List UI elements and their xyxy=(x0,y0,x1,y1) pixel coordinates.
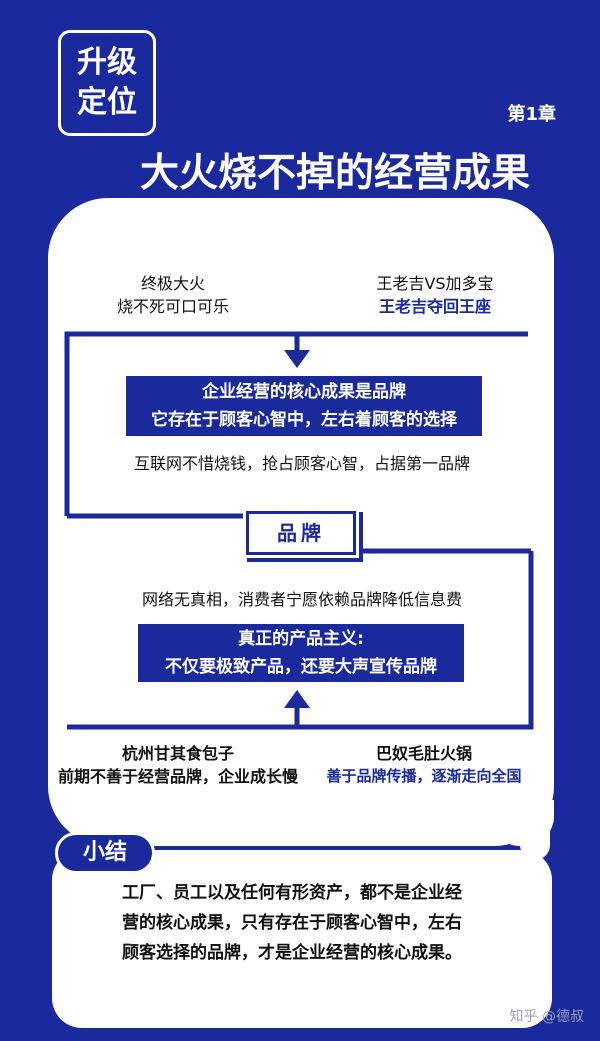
highlight-product-principle-line2: 不仅要极致产品，还要大声宣传品牌 xyxy=(165,657,437,677)
statement-internet: 互联网不惜烧钱，抢占顾客心智，占据第一品牌 xyxy=(133,454,470,473)
example-bottom-left-line2: 前期不善于经营品牌，企业成长慢 xyxy=(58,767,299,786)
example-top-right-line2: 王老吉夺回王座 xyxy=(378,297,491,316)
example-bottom-right-line1: 巴奴毛肚火锅 xyxy=(375,744,472,763)
brand-box: 品牌 xyxy=(246,511,356,555)
example-top-left-line1: 终极大火 xyxy=(140,274,205,293)
example-top-left-line2: 烧不死可口可乐 xyxy=(116,297,229,316)
example-top-right-line1: 王老吉VS加多宝 xyxy=(376,274,494,293)
highlight-core-result-line1: 企业经营的核心成果是品牌 xyxy=(202,382,406,402)
badge-line2: 定位 xyxy=(77,85,137,120)
example-bottom-right-line2: 善于品牌传播，逐渐走向全国 xyxy=(326,767,522,785)
summary-card xyxy=(52,850,552,1028)
highlight-core-result-line2: 它存在于顾客心智中，左右着顾客的选择 xyxy=(151,410,457,430)
highlight-product-principle: 真正的产品主义: 不仅要极致产品，还要大声宣传品牌 xyxy=(138,624,464,682)
watermark: 知乎 @德叔 xyxy=(509,1009,584,1025)
statement-network: 网络无真相，消费者宁愿依赖品牌降低信息费 xyxy=(141,590,462,609)
chapter-label: 第1章 xyxy=(507,104,556,125)
example-top-right: 王老吉VS加多宝 王老吉夺回王座 xyxy=(360,272,510,318)
example-bottom-right: 巴奴毛肚火锅 善于品牌传播，逐渐走向全国 xyxy=(316,742,532,788)
flow-line-bottom xyxy=(67,551,534,730)
arrow-up-head xyxy=(284,690,310,708)
arrow-down-head xyxy=(284,350,310,368)
example-bottom-left-line1: 杭州甘其食包子 xyxy=(121,744,234,763)
summary-text: 工厂、员工以及任何有形资产，都不是企业经营的核心成果，只有存在于顾客心智中，左右… xyxy=(122,883,462,963)
summary-label: 小结 xyxy=(55,832,155,874)
example-top-left: 终极大火 烧不死可口可乐 xyxy=(88,272,258,318)
badge-upgrade-positioning: 升级 定位 xyxy=(58,30,156,136)
badge-line1: 升级 xyxy=(77,45,137,80)
highlight-product-principle-line1: 真正的产品主义: xyxy=(238,629,364,649)
highlight-core-result: 企业经营的核心成果是品牌 它存在于顾客心智中，左右着顾客的选择 xyxy=(126,376,482,436)
page-title: 大火烧不掉的经营成果 xyxy=(140,151,531,196)
example-bottom-left: 杭州甘其食包子 前期不善于经营品牌，企业成长慢 xyxy=(58,742,298,788)
flow-line-top xyxy=(64,331,528,516)
